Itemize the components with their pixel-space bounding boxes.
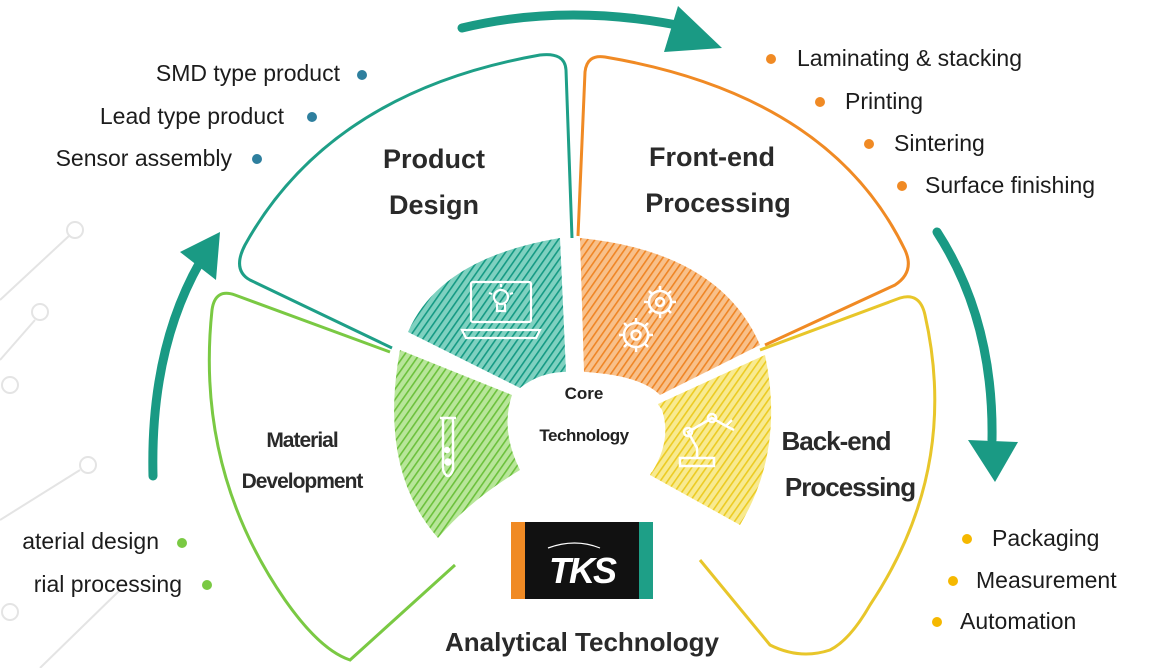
test-tube-icon <box>440 416 456 478</box>
back-end-sector <box>650 355 772 525</box>
laptop-lightbulb-icon <box>460 280 542 340</box>
front-end-list: Laminating & stacking Printing Sintering… <box>766 45 1095 198</box>
arrow-left-head <box>180 232 220 280</box>
core-label: Core <box>565 384 604 403</box>
arrow-right-head <box>968 440 1018 482</box>
back-end-title-line2: Processing <box>785 472 915 502</box>
front-end-outline <box>576 55 910 347</box>
back-end-outline <box>698 295 937 656</box>
analytical-technology-title: Analytical Technology <box>445 627 720 657</box>
bullet-dot <box>766 54 776 64</box>
list-item: Lead type product <box>100 103 285 129</box>
bullet-dot <box>948 576 958 586</box>
list-item: rial processing <box>34 571 182 597</box>
product-design-list: SMD type product Lead type product Senso… <box>56 60 367 171</box>
material-title: Material <box>266 429 338 452</box>
list-item: Laminating & stacking <box>797 45 1022 71</box>
logo-text: TKS <box>549 550 617 591</box>
list-item: Sintering <box>894 130 985 156</box>
back-end-list: Packaging Measurement Automation <box>932 525 1117 634</box>
arrow-top <box>457 10 697 33</box>
product-design-outline <box>238 53 574 350</box>
material-outline <box>207 291 457 662</box>
material-title-line2: Development <box>242 470 364 493</box>
product-design-title-line2: Design <box>389 190 479 220</box>
list-item: Surface finishing <box>925 172 1095 198</box>
core-label-line2: Technology <box>539 426 629 445</box>
back-end-title: Back-end <box>781 426 890 456</box>
material-list: aterial design rial processing <box>22 528 212 597</box>
list-item: SMD type product <box>156 60 341 86</box>
bullet-dot <box>897 181 907 191</box>
bullet-dot <box>962 534 972 544</box>
robot-arm-icon <box>678 412 735 468</box>
arrow-top-head <box>664 6 722 52</box>
core-circle <box>512 371 666 484</box>
front-end-title: Front-end <box>649 142 775 172</box>
bullet-dot <box>815 97 825 107</box>
arrow-left <box>148 257 205 481</box>
material-sector <box>394 350 520 538</box>
list-item: Sensor assembly <box>56 145 233 171</box>
circuit-decoration <box>0 221 121 668</box>
list-item: Measurement <box>976 567 1117 593</box>
bullet-dot <box>177 538 187 548</box>
front-end-title-line2: Processing <box>645 188 791 218</box>
front-end-sector <box>580 238 760 395</box>
list-item: Automation <box>960 608 1076 634</box>
bullet-dot <box>202 580 212 590</box>
bullet-dot <box>932 617 942 627</box>
list-item: Packaging <box>992 525 1099 551</box>
product-design-title: Product <box>383 144 485 174</box>
tks-logo: TKS <box>511 522 653 599</box>
bullet-dot <box>357 70 367 80</box>
list-item: Printing <box>845 88 923 114</box>
gears-icon <box>619 286 676 352</box>
arrow-right <box>932 227 997 445</box>
product-design-sector <box>408 238 566 388</box>
bullet-dot <box>864 139 874 149</box>
list-item: aterial design <box>22 528 159 554</box>
bullet-dot <box>307 112 317 122</box>
bullet-dot <box>252 154 262 164</box>
